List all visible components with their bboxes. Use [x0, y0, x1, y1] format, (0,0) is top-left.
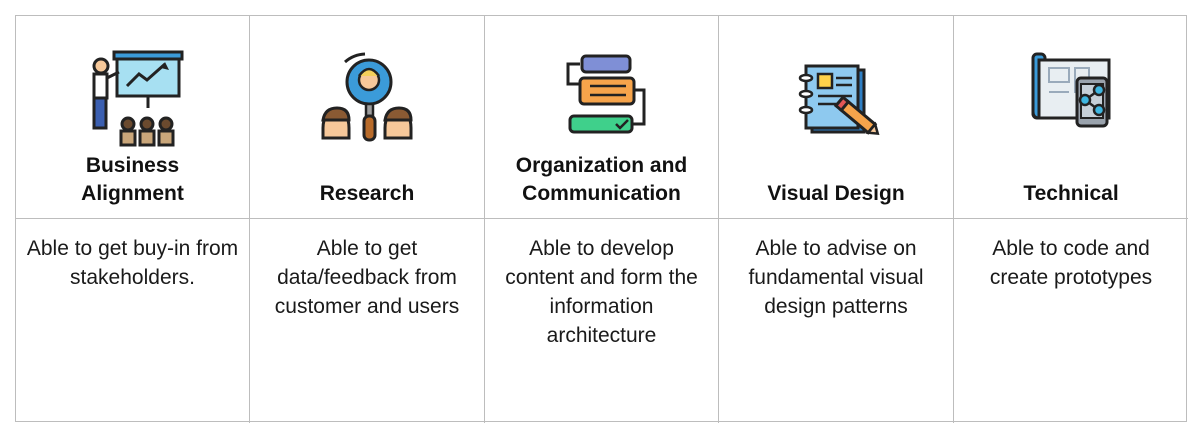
header-cell-organization: Organization and Communication	[485, 16, 719, 219]
header-cell-research: Research	[250, 16, 485, 219]
description-cell-business-alignment: Able to get buy-in from stakeholders.	[16, 219, 250, 423]
column-title: Business Alignment	[16, 152, 249, 208]
column-title: Technical	[954, 180, 1188, 208]
header-cell-visual-design: Visual Design	[719, 16, 954, 219]
description-cell-organization: Able to develop content and form the inf…	[485, 219, 719, 423]
user-search-icon	[321, 52, 413, 142]
presentation-icon	[92, 50, 183, 147]
title-line-2: Communication	[522, 182, 681, 205]
blueprint-device-icon	[1031, 52, 1111, 128]
header-cell-technical: Technical	[954, 16, 1188, 219]
flowchart-icon	[566, 54, 645, 134]
column-description: Able to develop content and form the inf…	[505, 237, 698, 347]
column-title: Visual Design	[719, 180, 953, 208]
title-line-2: Research	[319, 182, 415, 205]
column-title: Organization and Communication	[485, 152, 718, 208]
description-cell-technical: Able to code and create prototypes	[954, 219, 1188, 423]
column-description: Able to code and create prototypes	[989, 237, 1153, 289]
title-line-1: Business	[85, 154, 180, 177]
column-description: Able to advise on fundamental visual des…	[748, 237, 924, 318]
column-description: Able to get data/feedback from customer …	[274, 237, 460, 318]
description-cell-research: Able to get data/feedback from customer …	[250, 219, 485, 423]
description-cell-visual-design: Able to advise on fundamental visual des…	[719, 219, 954, 423]
title-line-2: Alignment	[81, 182, 184, 205]
title-line-1: Organization and	[515, 154, 688, 177]
skills-table: Business Alignment Research	[15, 15, 1188, 423]
column-description: Able to get buy-in from stakeholders.	[26, 237, 239, 289]
notebook-pencil-icon	[798, 64, 880, 136]
column-title: Research	[250, 180, 484, 208]
title-line-2: Visual Design	[767, 182, 905, 205]
title-line-2: Technical	[1023, 182, 1119, 205]
header-cell-business-alignment: Business Alignment	[16, 16, 250, 219]
